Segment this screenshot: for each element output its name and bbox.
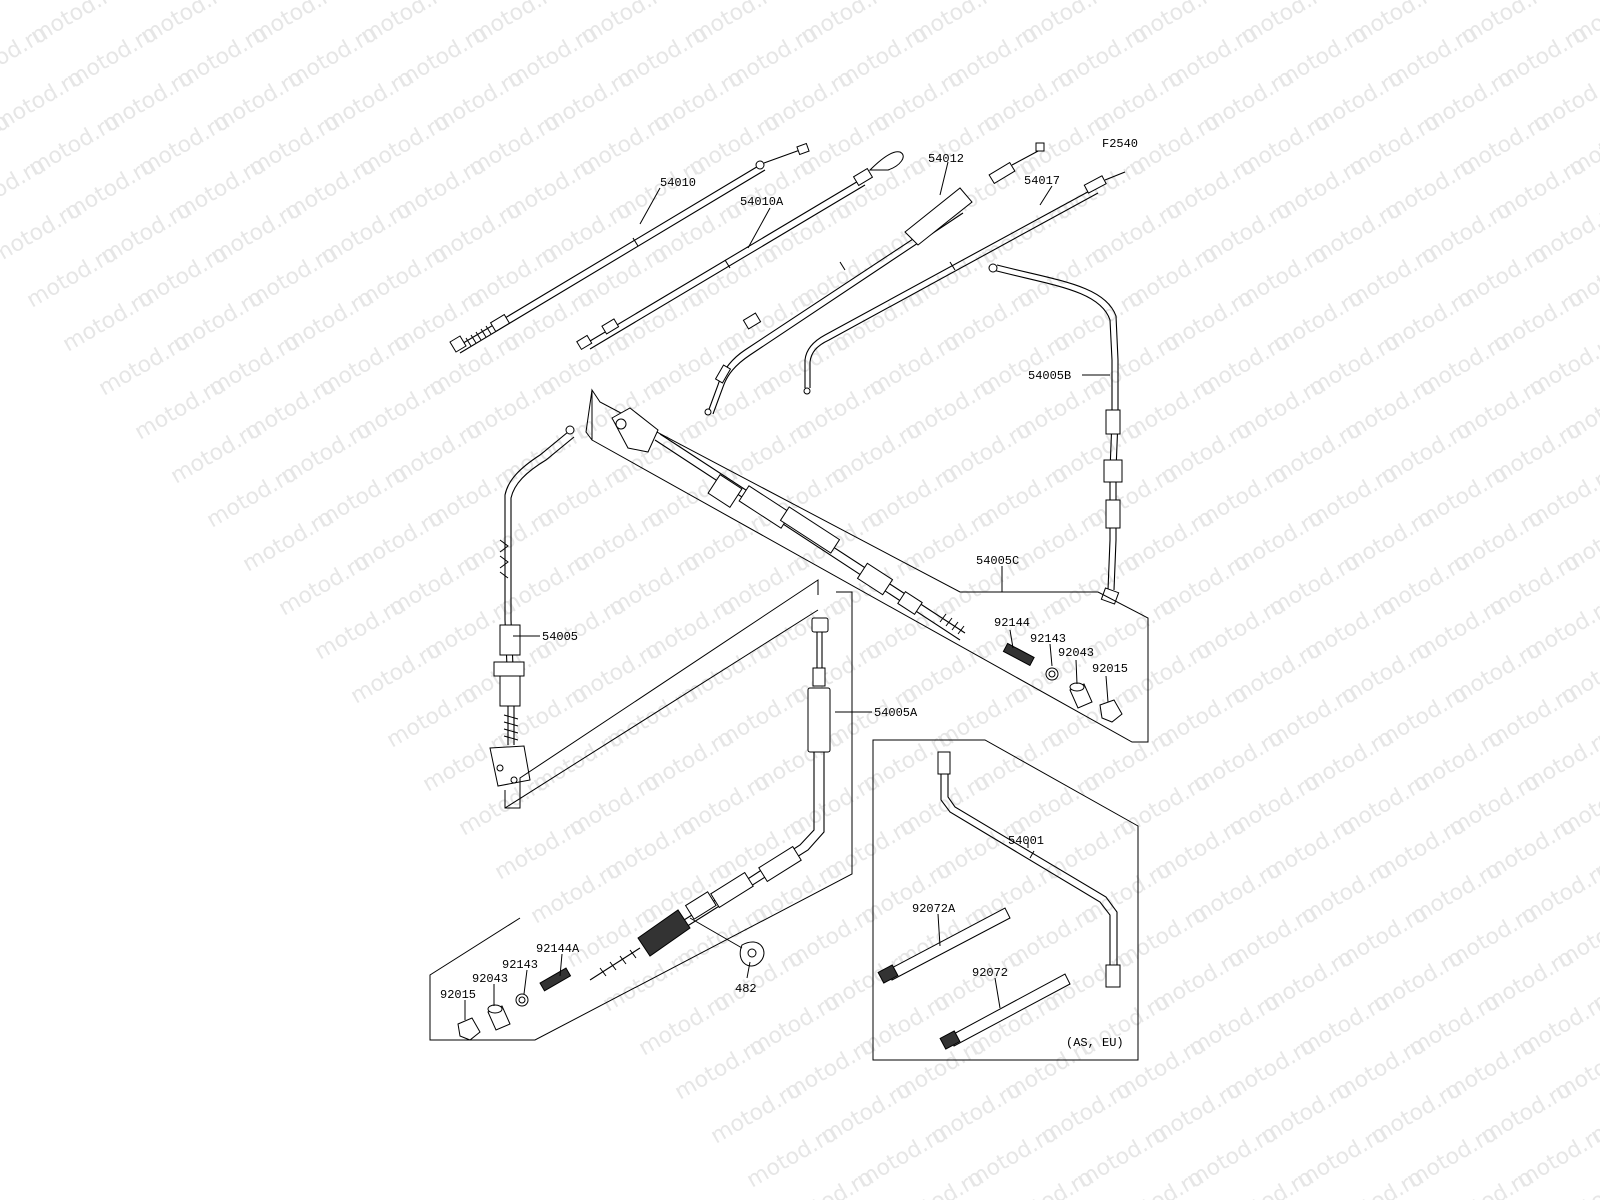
label-54017[interactable]: 54017 xyxy=(1024,174,1060,188)
label-92015-lower[interactable]: 92015 xyxy=(440,988,476,1002)
part-labels: 54010 54010A 54012 54017 54005B 54005C 5… xyxy=(440,152,1128,1002)
cable-54010[interactable] xyxy=(449,142,810,354)
group-54005a-box xyxy=(429,579,853,1041)
cable-54012[interactable] xyxy=(704,142,1045,416)
cable-54005c[interactable] xyxy=(611,407,966,641)
label-92015-upper[interactable]: 92015 xyxy=(1092,662,1128,676)
label-92144[interactable]: 92144 xyxy=(994,616,1030,630)
cable-tie-92072a[interactable] xyxy=(877,907,1011,984)
cable-54001[interactable] xyxy=(937,751,1121,988)
label-482[interactable]: 482 xyxy=(735,982,757,996)
label-92143-lower[interactable]: 92143 xyxy=(502,958,538,972)
cable-54010a[interactable] xyxy=(576,151,904,351)
label-54010a[interactable]: 54010A xyxy=(740,195,784,209)
label-92043-lower[interactable]: 92043 xyxy=(472,972,508,986)
label-54005a[interactable]: 54005A xyxy=(874,706,918,720)
cable-54005a[interactable] xyxy=(589,617,831,981)
label-92072a[interactable]: 92072A xyxy=(912,902,956,916)
label-54005[interactable]: 54005 xyxy=(542,630,578,644)
cable-54005[interactable] xyxy=(489,425,575,787)
region-note: (AS, EU) xyxy=(1066,1036,1124,1050)
figure-code: F2540 xyxy=(1102,137,1138,151)
nut-92015-lower[interactable] xyxy=(457,1017,481,1041)
cable-tie-92072[interactable] xyxy=(939,973,1071,1050)
spring-92144a[interactable] xyxy=(539,967,572,992)
cylinder-92043-lower[interactable] xyxy=(487,1004,511,1031)
clip-482[interactable] xyxy=(739,941,765,967)
label-54005c[interactable]: 54005C xyxy=(976,554,1019,568)
label-54012[interactable]: 54012 xyxy=(928,152,964,166)
nut-92015-upper[interactable] xyxy=(1099,699,1123,723)
ring-92143-lower[interactable] xyxy=(515,993,529,1007)
group-54005c-box xyxy=(585,388,1149,743)
label-92072[interactable]: 92072 xyxy=(972,966,1008,980)
spring-92144[interactable] xyxy=(1002,642,1035,667)
label-92144a[interactable]: 92144A xyxy=(536,942,580,956)
label-54005b[interactable]: 54005B xyxy=(1028,369,1071,383)
label-92043-upper[interactable]: 92043 xyxy=(1058,646,1094,660)
group-54001-box xyxy=(872,739,1139,1061)
label-92143-upper[interactable]: 92143 xyxy=(1030,632,1066,646)
label-54001[interactable]: 54001 xyxy=(1008,834,1044,848)
cable-54017[interactable] xyxy=(803,171,1126,395)
ring-92143-upper[interactable] xyxy=(1045,667,1059,681)
label-54010[interactable]: 54010 xyxy=(660,176,696,190)
leader-lines xyxy=(464,161,1110,1020)
cylinder-92043-upper[interactable] xyxy=(1069,682,1093,709)
